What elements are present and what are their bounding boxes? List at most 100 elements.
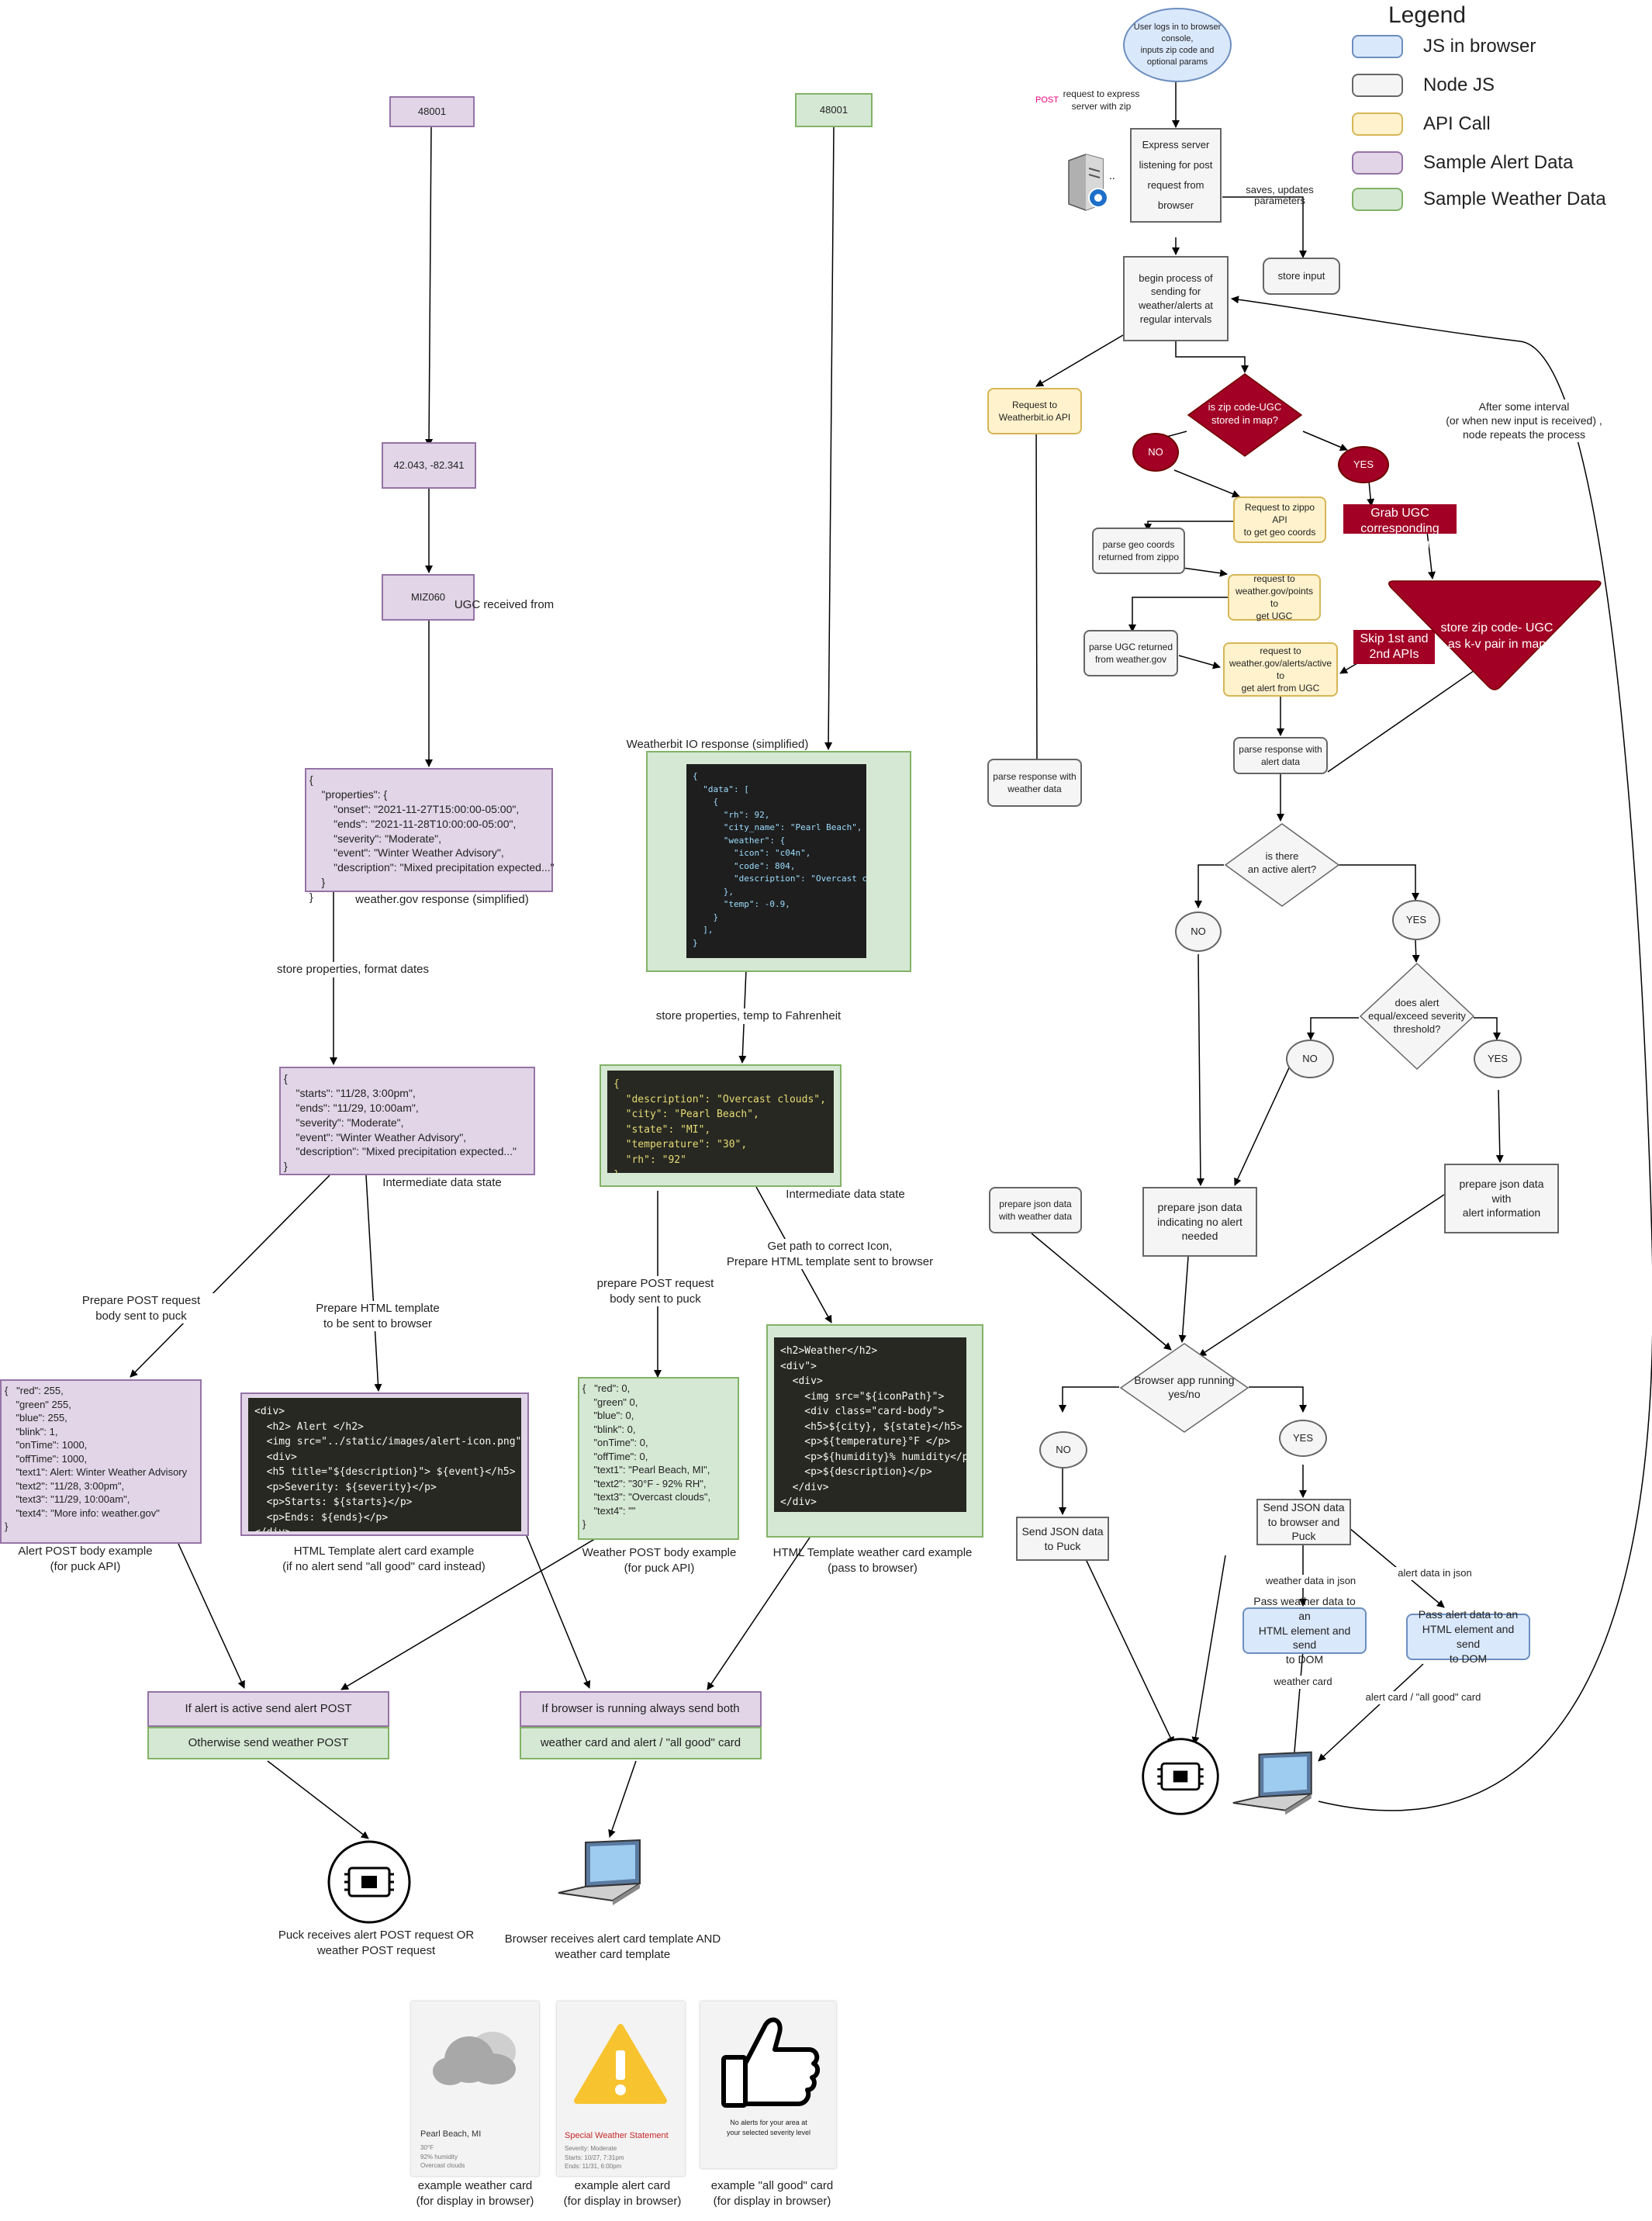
legend-swatch-browser xyxy=(1352,35,1403,58)
browser-no-node: NO xyxy=(1039,1431,1087,1469)
legend-title: Legend xyxy=(1388,2,1467,28)
zippo-request-node: Request to zippo API to get geo coords xyxy=(1233,496,1326,543)
browser-rule-cards: weather card and alert / "all good" card xyxy=(520,1727,762,1759)
puck-caption: Puck receives alert POST request OR weat… xyxy=(278,1929,475,1957)
json-no-alert-node: prepare json data indicating no alert ne… xyxy=(1142,1187,1257,1257)
example-weather-card: Pearl Beach, MI 30°F 92% humidity Overca… xyxy=(411,2001,539,2176)
all-good-card-caption: example "all good" card (for display in … xyxy=(710,2179,834,2208)
severity-decision xyxy=(1359,962,1475,1071)
ugc-yes-node: YES xyxy=(1338,446,1389,483)
legend-label-alert: Sample Alert Data xyxy=(1423,152,1574,173)
weather-path-label: Get path to correct Icon, Prepare HTML t… xyxy=(698,1239,962,1269)
parse-weather-node: parse response with weather data xyxy=(987,759,1082,807)
active-alert-question: is there an active alert? xyxy=(1247,850,1317,875)
alerts-request-node: request to weather.gov/alerts/active to … xyxy=(1223,642,1338,697)
cloud-icon xyxy=(433,2032,516,2085)
severity-no-node: NO xyxy=(1286,1040,1334,1078)
parse-alert-node: parse response with alert data xyxy=(1233,737,1328,774)
weather-post-body: { "red": 0, "green" 0, "blue": 0, "blink… xyxy=(578,1377,739,1540)
parse-geo-node: parse geo coords returned from zippo xyxy=(1092,528,1185,574)
weather-post-caption: Weather POST body example (for puck API) xyxy=(582,1546,737,1575)
weather-card-title: Pearl Beach, MI xyxy=(420,2129,482,2139)
send-both-node: Send JSON data to browser and Puck xyxy=(1256,1499,1351,1545)
weather-intermediate-caption: Intermediate data state xyxy=(786,1188,905,1201)
store-map-triangle xyxy=(1384,578,1605,693)
legend-swatch-weather xyxy=(1352,188,1403,211)
alert-post-label: Prepare POST request body sent to puck xyxy=(64,1293,219,1323)
browser-yes-node: YES xyxy=(1279,1420,1327,1457)
alert-zip-node: 48001 xyxy=(389,96,475,127)
browser-running-question: Browser app running yes/no xyxy=(1134,1374,1235,1401)
laptop-icon xyxy=(555,1839,655,1908)
weather-html-code: <h2>Weather</h2> <div"> <div> <img src="… xyxy=(774,1337,966,1512)
weatherbit-response-title: Weatherbit IO response (simplified) xyxy=(626,738,809,751)
alert-intermediate-caption: Intermediate data state xyxy=(382,1176,502,1189)
begin-process-node: begin process of sending for weather/ale… xyxy=(1123,256,1229,341)
alert-card-details: Severity: Moderate Starts: 10/27, 7:31pm… xyxy=(565,2145,624,2171)
weather-gov-response: { "properties": { "onset": "2021-11-27T1… xyxy=(305,768,555,903)
user-login-node: User logs in to browser console, inputs … xyxy=(1123,8,1232,82)
browser-rule-both: If browser is running always send both xyxy=(520,1691,762,1727)
weather-zip-node: 48001 xyxy=(795,93,873,127)
weather-card-caption: example weather card (for display in bro… xyxy=(416,2179,534,2208)
weather-card-details: 30°F 92% humidity Overcast clouds xyxy=(420,2144,465,2170)
points-request-node: request to weather.gov/points to get UGC xyxy=(1228,573,1321,621)
ugc-no-node: NO xyxy=(1132,433,1179,472)
weatherbit-request-node: Request to Weatherbit.io API xyxy=(987,388,1082,434)
pass-weather-node: Pass weather data to an HTML element and… xyxy=(1242,1595,1367,1666)
legend-label-weather: Sample Weather Data xyxy=(1423,189,1606,209)
legend-swatch-api xyxy=(1352,112,1403,136)
legend-label-browser: JS in browser xyxy=(1423,36,1536,57)
saves-label: saves, updates parameters xyxy=(1246,184,1314,207)
legend-swatch-alert xyxy=(1352,151,1403,175)
alert-html-caption: HTML Template alert card example (if no … xyxy=(282,1545,486,1573)
alert-store-label: store properties, format dates xyxy=(248,962,458,977)
post-tag: POST xyxy=(1035,95,1059,105)
alert-html-label: Prepare HTML template to be sent to brow… xyxy=(300,1301,455,1331)
active-no-node: NO xyxy=(1175,912,1222,952)
severity-question: does alert equal/exceed severity thresho… xyxy=(1368,997,1466,1035)
warning-icon xyxy=(574,2024,667,2104)
ugc-map-question: is zip code-UGC stored in map? xyxy=(1208,401,1282,426)
legend-label-api: API Call xyxy=(1423,113,1491,134)
weather-post-label: prepare POST request body sent to puck xyxy=(574,1276,737,1306)
json-weather-node: prepare json data with weather data xyxy=(989,1187,1082,1233)
browser-running-decision xyxy=(1119,1342,1249,1434)
svg-text:..: .. xyxy=(1109,169,1115,182)
all-good-card-text: No alerts for your area at your selected… xyxy=(726,2119,811,2137)
skip-apis-label: Skip 1st and 2nd APIs xyxy=(1353,630,1435,664)
example-alert-card: Special Weather Statement Severity: Mode… xyxy=(557,2001,685,2176)
alert-card-title: Special Weather Statement xyxy=(565,2131,669,2140)
active-yes-node: YES xyxy=(1392,900,1440,940)
alert-card-edge-label: alert card / "all good" card xyxy=(1350,1691,1497,1704)
example-all-good-card: No alerts for your area at your selected… xyxy=(700,2001,836,2168)
weather-card-edge-label: weather card xyxy=(1256,1676,1350,1689)
flow-laptop-icon xyxy=(1229,1749,1326,1819)
interval-label: After some interval (or when new input i… xyxy=(1415,400,1633,442)
weatherbit-response-code: { "data": [ { "rh": 92, "city_name": "Pe… xyxy=(686,764,866,958)
active-alert-decision xyxy=(1224,822,1340,908)
send-puck-node: Send JSON data to Puck xyxy=(1016,1517,1109,1561)
puck-device-icon xyxy=(326,1839,413,1925)
ugc-map-decision xyxy=(1187,372,1303,458)
alert-intermediate-state: { "starts": "11/28, 3:00pm", "ends": "11… xyxy=(279,1067,535,1175)
legend-label-node: Node JS xyxy=(1423,74,1495,95)
weather-gov-response-caption: weather.gov response (simplified) xyxy=(355,893,529,906)
puck-rule-alert: If alert is active send alert POST xyxy=(147,1691,389,1727)
alert-card-caption: example alert card (for display in brows… xyxy=(563,2179,682,2208)
store-input-node: store input xyxy=(1263,258,1340,295)
pass-alert-node: Pass alert data to an HTML element and s… xyxy=(1406,1608,1530,1665)
json-alert-node: prepare json data with alert information xyxy=(1444,1164,1559,1233)
grab-ugc-label: Grab UGC corresponding with zip code inp… xyxy=(1343,504,1457,551)
weather-html-caption: HTML Template weather card example (pass… xyxy=(772,1546,973,1575)
alert-ugc-node: MIZ060 xyxy=(382,574,475,621)
puck-rule-weather: Otherwise send weather POST xyxy=(147,1727,389,1759)
post-request-label: request to express server with zip xyxy=(1063,88,1140,112)
parse-ugc-node: parse UGC returned from weather.gov xyxy=(1083,630,1178,676)
severity-yes-node: YES xyxy=(1474,1040,1522,1078)
browser-caption: Browser receives alert card template AND… xyxy=(504,1932,721,1961)
weather-intermediate-code: { "description": "Overcast clouds", "cit… xyxy=(607,1071,834,1173)
alert-json-label: alert data in json xyxy=(1388,1567,1481,1580)
legend-swatch-node xyxy=(1352,74,1403,97)
ugc-received-label: UGC received from xyxy=(454,598,555,611)
